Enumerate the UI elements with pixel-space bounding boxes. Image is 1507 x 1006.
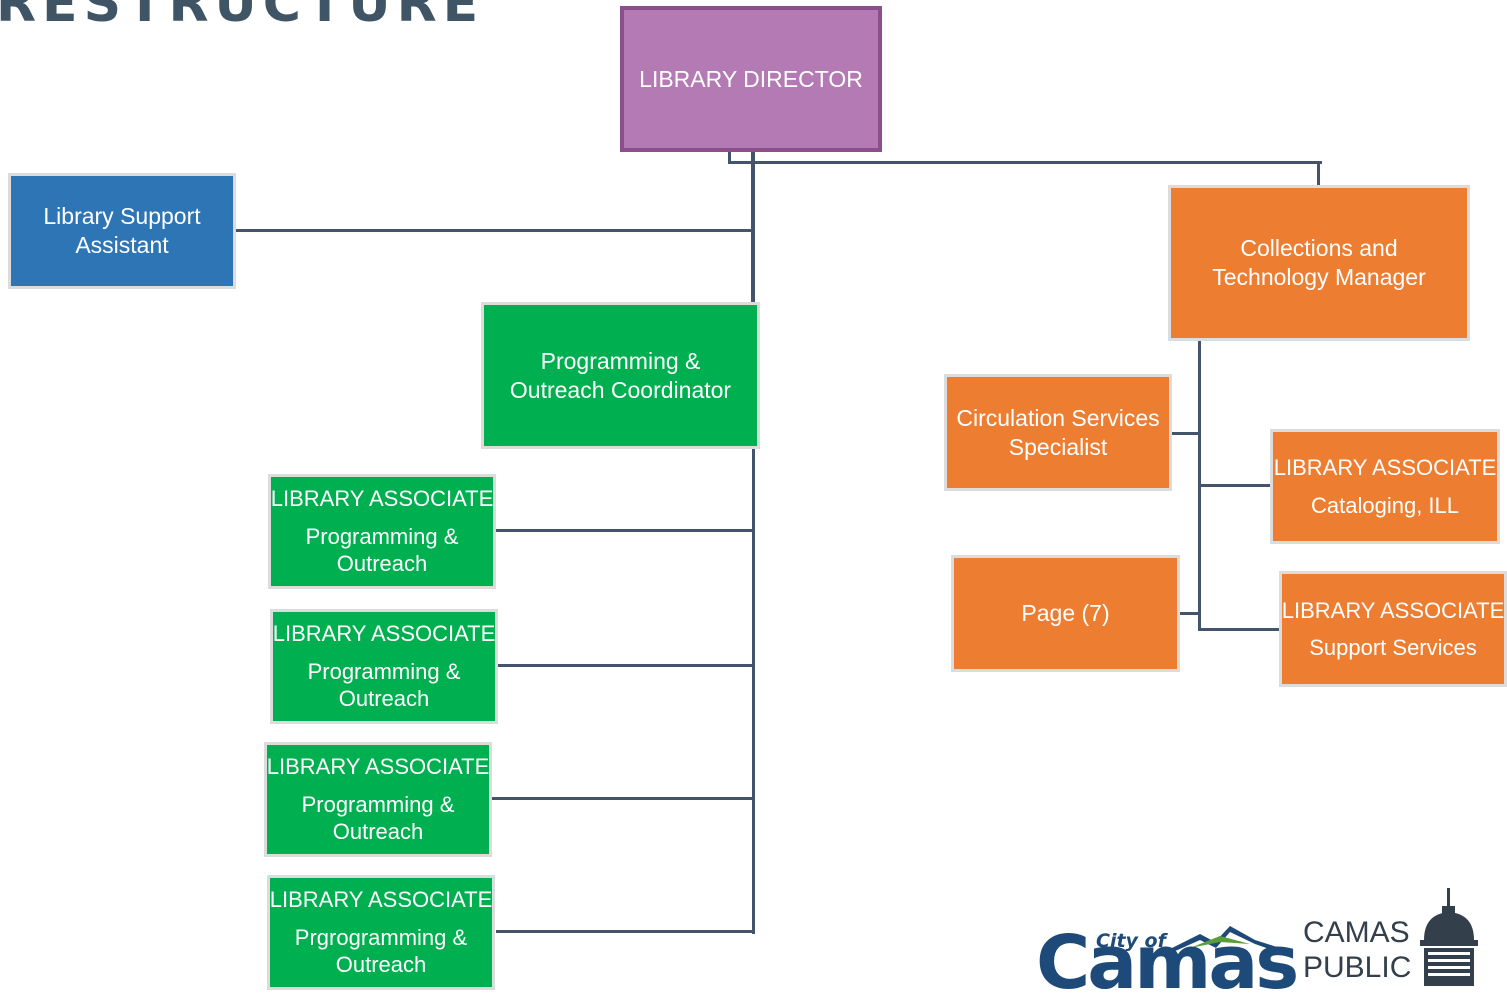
- library-dome-icon: [1420, 888, 1478, 986]
- collections-technology-manager-box: Collections and Technology Manager: [1168, 185, 1470, 341]
- associate-title: LIBRARY ASSOCIATE: [270, 486, 494, 511]
- connector-assoc-4: [496, 930, 754, 933]
- library-logo-line1: CAMAS: [1303, 916, 1410, 949]
- programming-coordinator-line2: Outreach Coordinator: [509, 376, 732, 403]
- support-assistant-line2: Assistant: [75, 232, 169, 258]
- connector-assoc-3: [492, 797, 754, 800]
- associate-line2: Outreach: [338, 686, 430, 711]
- associate-line2: Outreach: [335, 952, 427, 977]
- circulation-services-specialist-box: Circulation Services Specialist: [944, 374, 1172, 491]
- circulation-line1: Circulation Services: [956, 404, 1160, 431]
- library-associate-support-services: LIBRARY ASSOCIATE Support Services: [1279, 571, 1507, 687]
- connector-assoc-2: [496, 664, 754, 667]
- connector-page: [1180, 612, 1200, 615]
- connector-support-services: [1198, 628, 1282, 631]
- connector-director-trunk: [751, 150, 755, 302]
- library-associate-programming-1: LIBRARY ASSOCIATE Programming & Outreach: [268, 474, 496, 589]
- associate-line1: Support Services: [1309, 635, 1477, 660]
- library-associate-programming-4: LIBRARY ASSOCIATE Prgrogramming & Outrea…: [267, 875, 495, 990]
- associate-title: LIBRARY ASSOCIATE: [272, 621, 496, 646]
- support-assistant-line1: Library Support: [43, 203, 201, 230]
- library-support-assistant-box: Library Support Assistant: [8, 173, 236, 289]
- associate-title: LIBRARY ASSOCIATE: [269, 887, 493, 912]
- page-label: Page (7): [1021, 600, 1110, 627]
- associate-line1: Cataloging, ILL: [1311, 492, 1459, 518]
- library-director-label: LIBRARY DIRECTOR: [639, 65, 863, 92]
- collections-manager-line1: Collections and: [1240, 235, 1398, 262]
- associate-line1: Programming &: [301, 791, 455, 817]
- associate-title: LIBRARY ASSOCIATE: [266, 754, 490, 779]
- library-director-box: LIBRARY DIRECTOR: [620, 6, 882, 152]
- page-box: Page (7): [951, 555, 1180, 672]
- library-logo-line2: PUBLIC: [1303, 951, 1412, 984]
- library-associate-programming-3: LIBRARY ASSOCIATE Programming & Outreach: [264, 742, 492, 857]
- associate-line2: Outreach: [332, 819, 424, 844]
- connector-top-horizontal: [728, 161, 1322, 164]
- slide-heading: RESTRUCTURE: [0, 0, 485, 34]
- connector-left-trunk: [752, 447, 755, 934]
- associate-title: LIBRARY ASSOCIATE: [1273, 455, 1497, 480]
- camas-wordmark: Camas: [1036, 920, 1299, 1006]
- city-of-text: City of: [1096, 930, 1166, 952]
- associate-line1: Programming &: [305, 523, 459, 549]
- associate-line1: Prgrogramming &: [294, 924, 468, 950]
- collections-manager-line2: Technology Manager: [1212, 264, 1426, 290]
- associate-line2: Outreach: [336, 551, 428, 576]
- connector-to-support: [236, 229, 753, 232]
- connector-circulation: [1172, 432, 1200, 435]
- mountain-icon: [1160, 926, 1280, 956]
- associate-title: LIBRARY ASSOCIATE: [1281, 597, 1505, 623]
- library-associate-programming-2: LIBRARY ASSOCIATE Programming & Outreach: [270, 609, 498, 724]
- connector-cataloging: [1198, 484, 1272, 487]
- library-associate-cataloging: LIBRARY ASSOCIATE Cataloging, ILL: [1270, 429, 1500, 544]
- circulation-line2: Specialist: [1008, 433, 1108, 460]
- programming-coordinator-line1: Programming &: [540, 347, 701, 374]
- connector-assoc-1: [496, 529, 754, 532]
- connector-to-collections: [1317, 161, 1320, 185]
- connector-director-right: [728, 150, 731, 164]
- programming-coordinator-box: Programming & Outreach Coordinator: [481, 302, 760, 449]
- associate-line1: Programming &: [307, 658, 461, 684]
